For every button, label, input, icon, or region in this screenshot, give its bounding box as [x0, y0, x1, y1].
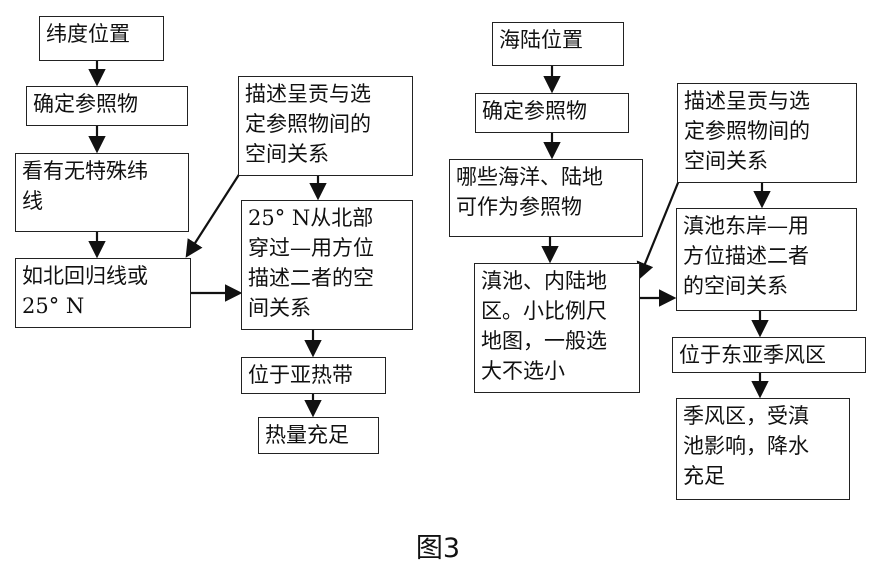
arrow-r5-r4 — [636, 172, 684, 281]
figure-caption: 图3 — [415, 533, 461, 564]
left-box-determine-reference: 确定参照物 — [26, 86, 188, 126]
arrow-l5-l4 — [185, 172, 241, 258]
left-box-check-special-latitude: 看有无特殊纬 线 — [15, 153, 189, 232]
left-box-latitude-position: 纬度位置 — [39, 16, 164, 61]
left-box-sufficient-heat: 热量充足 — [258, 417, 379, 454]
right-box-sea-land-position: 海陆位置 — [492, 22, 624, 66]
left-box-describe-relation: 描述呈贡与选 定参照物间的 空间关系 — [238, 76, 413, 176]
left-box-tropic-or-25n: 如北回归线或 25° N — [15, 258, 191, 328]
right-box-describe-relation: 描述呈贡与选 定参照物间的 空间关系 — [677, 83, 857, 183]
right-box-determine-reference: 确定参照物 — [475, 93, 629, 133]
right-box-dianchi-east-shore: 滇池东岸—用 方位描述二者 的空间关系 — [676, 208, 857, 311]
right-box-sufficient-rain: 季风区，受滇 池影响，降水 充足 — [676, 398, 850, 500]
right-box-east-asia-monsoon: 位于东亚季风区 — [672, 337, 866, 373]
right-box-which-sea-land: 哪些海洋、陆地 可作为参照物 — [449, 159, 643, 237]
left-box-subtropical-zone: 位于亚热带 — [241, 357, 386, 394]
left-box-25n-passes-north: 25° N从北部 穿过—用方位 描述二者的空 间关系 — [241, 200, 413, 330]
right-box-dianchi-inland: 滇池、内陆地 区。小比例尺 地图，一般选 大不选小 — [474, 263, 640, 393]
